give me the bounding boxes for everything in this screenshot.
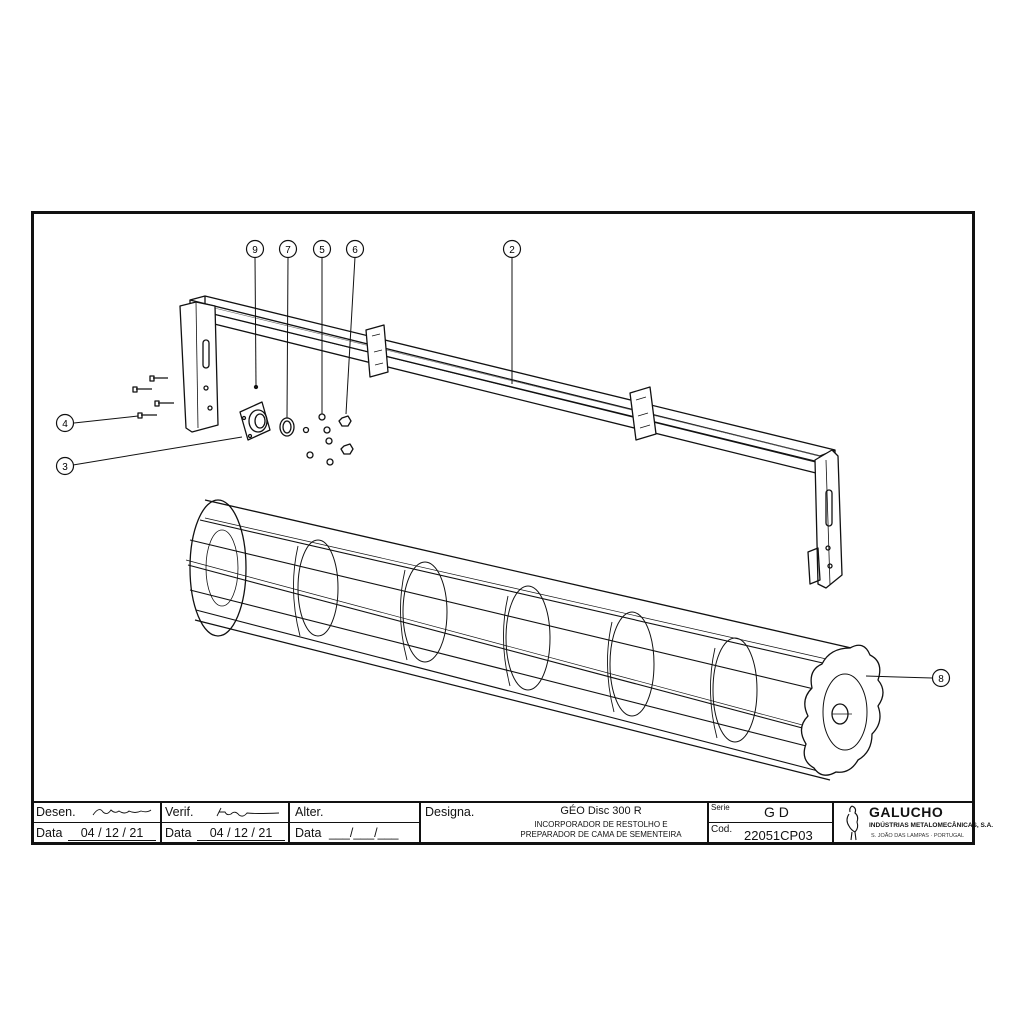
serie-value: G D <box>764 804 789 820</box>
callout-4-number: 4 <box>62 419 68 430</box>
desen-label: Desen. <box>36 805 76 819</box>
callout-2-number: 2 <box>509 245 515 256</box>
leader-lines <box>72 256 933 679</box>
drawing-frame <box>31 211 975 845</box>
cross-bar-part <box>179 295 843 589</box>
verif-date-label: Data <box>165 826 192 840</box>
verif-signature <box>216 807 280 817</box>
callout-3-number: 3 <box>62 462 68 473</box>
callout-3: 3 <box>55 456 75 476</box>
title-block-divider <box>160 801 162 845</box>
callout-9: 9 <box>245 239 265 259</box>
designa-label: Designa. <box>425 805 475 819</box>
product-name: GÉO Disc 300 R <box>560 805 642 817</box>
verif-label: Verif. <box>165 805 194 819</box>
title-block-mid-line-left <box>31 822 419 823</box>
callout-7-number: 7 <box>285 245 291 256</box>
desen-signature <box>92 809 152 816</box>
alter-date: ___/___/___ <box>329 826 399 840</box>
title-block-divider <box>707 801 709 845</box>
cod-label: Cod. <box>711 824 733 835</box>
callout-8: 8 <box>931 668 951 688</box>
callout-6: 6 <box>345 239 365 259</box>
company-name: GALUCHO <box>869 804 944 820</box>
title-block-divider <box>288 801 290 845</box>
seal-part <box>279 417 295 437</box>
bolts-part <box>132 375 174 419</box>
title-block: Desen. Data 04 / 12 / 21 Verif. Data 04 … <box>31 801 993 845</box>
company-sub: INDÚSTRIAS METALOMECÂNICAS, S.A. <box>869 822 994 829</box>
title-block-top-line <box>31 801 975 803</box>
rooster-logo-icon <box>846 805 859 841</box>
roller-part <box>185 499 884 781</box>
company-address: S. JOÃO DAS LAMPAS · PORTUGAL <box>871 833 965 839</box>
alter-label: Alter. <box>295 805 324 819</box>
callout-5-number: 5 <box>319 245 325 256</box>
serie-label: Serie <box>711 803 730 812</box>
bearing-part <box>239 401 271 441</box>
callout-5: 5 <box>312 239 332 259</box>
description-line-2: PREPARADOR DE CAMA DE SEMENTEIRA <box>520 830 682 839</box>
title-block-divider <box>419 801 421 845</box>
desen-date-label: Data <box>36 826 63 840</box>
verif-date: 04 / 12 / 21 <box>197 826 285 841</box>
alter-date-label: Data <box>295 826 322 840</box>
callout-8-number: 8 <box>938 674 944 685</box>
callout-9-number: 9 <box>252 245 258 256</box>
callout-6-number: 6 <box>352 245 358 256</box>
desen-date: 04 / 12 / 21 <box>68 826 156 841</box>
callout-7: 7 <box>278 239 298 259</box>
callout-4: 4 <box>55 413 75 433</box>
cod-value: 22051CP03 <box>744 828 813 843</box>
callouts: 9 7 5 6 2 4 3 8 <box>55 239 951 688</box>
title-block-divider <box>832 801 834 845</box>
nuts-washers-part <box>253 384 354 466</box>
description-line-1: INCORPORADOR DE RESTOLHO E <box>534 820 668 829</box>
title-block-mid-line-right <box>707 822 832 823</box>
callout-2: 2 <box>502 239 522 259</box>
